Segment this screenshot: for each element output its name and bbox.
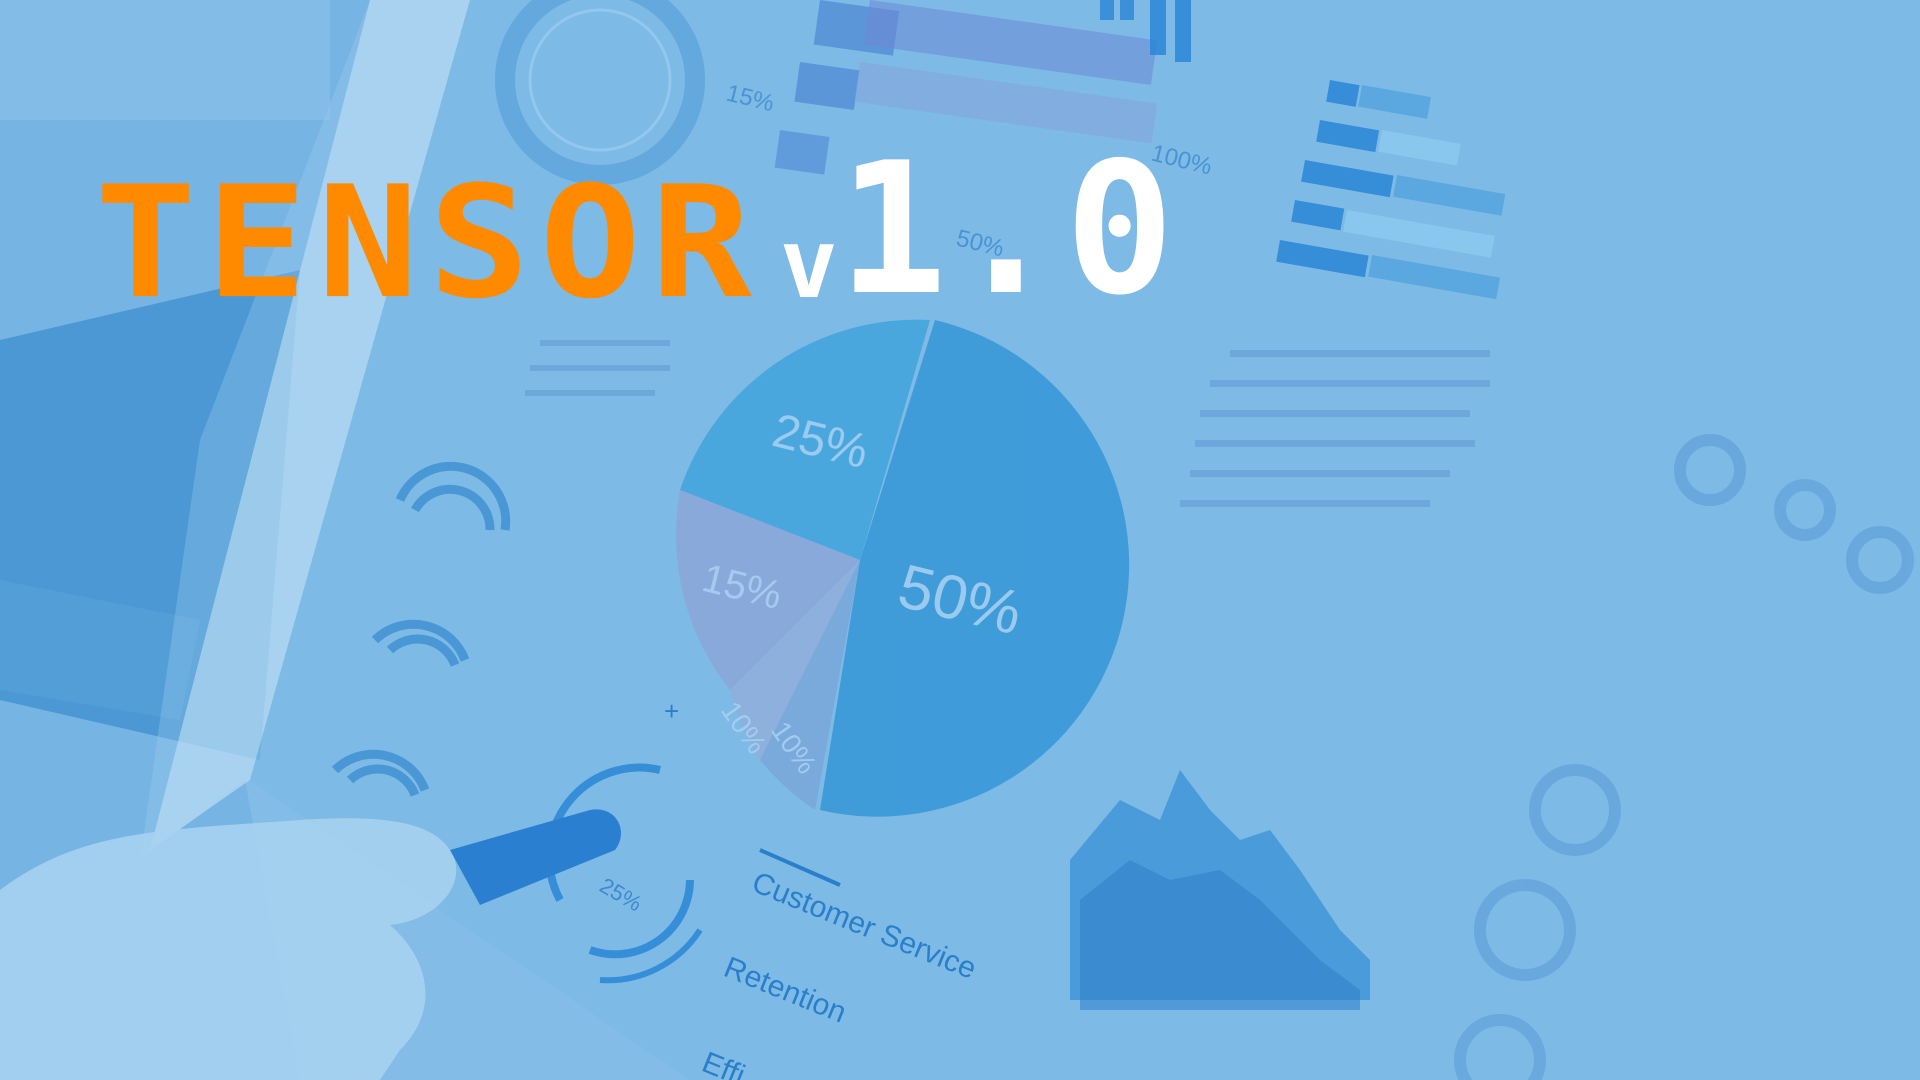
version-prefix: v — [779, 208, 838, 320]
version-number: 1.0 — [837, 123, 1179, 335]
product-title: TENSOR v 1.0 — [95, 138, 1178, 333]
svg-text:+: + — [664, 696, 679, 726]
product-name: TENSOR — [95, 152, 762, 333]
